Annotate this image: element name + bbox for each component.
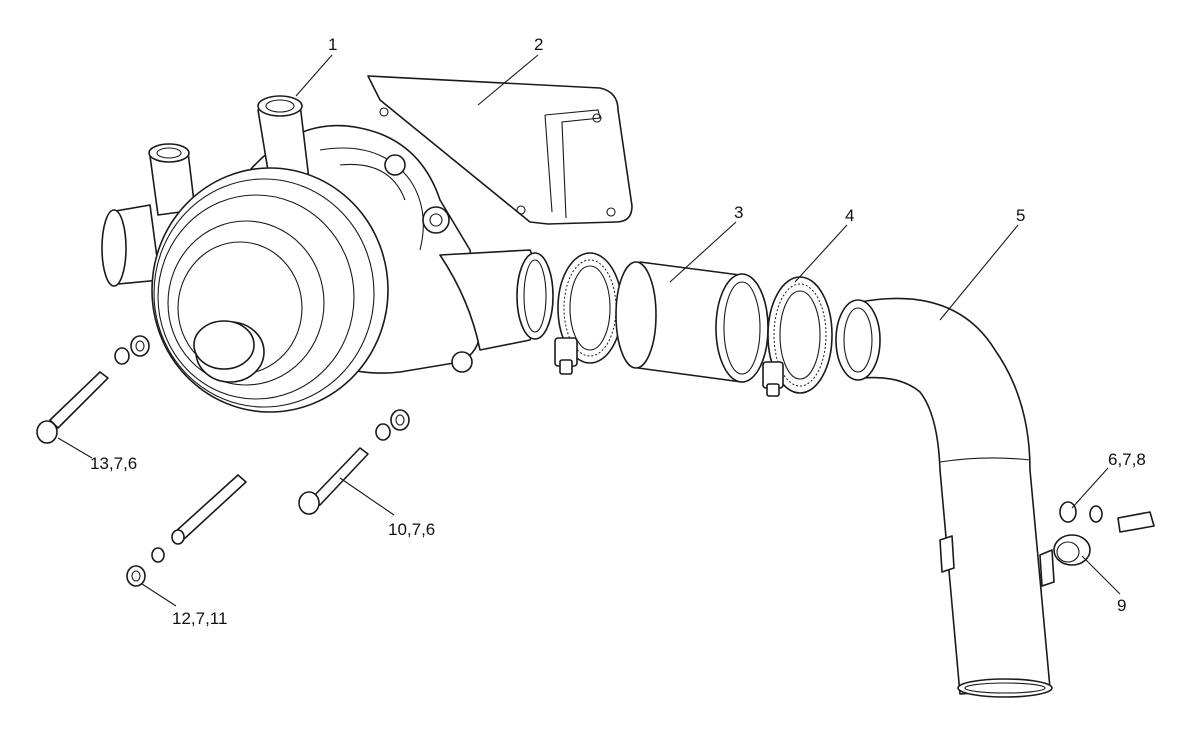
callout-1: 1	[328, 35, 337, 54]
callout-labels: 1 2 3 4 5 6,7,8 9 10,7,6 12,7,11 13,7,6	[90, 35, 1146, 628]
elbow-pipe	[835, 297, 1055, 698]
bolt-13	[36, 335, 150, 444]
callout-3: 3	[734, 203, 743, 222]
leader-lines	[57, 54, 1121, 607]
callout-12-7-11: 12,7,11	[172, 609, 227, 628]
mounting-bracket	[367, 75, 633, 225]
callout-6-7-8: 6,7,8	[1108, 450, 1146, 469]
callout-5: 5	[1016, 206, 1025, 225]
callout-4: 4	[845, 206, 854, 225]
stud-12	[126, 474, 247, 587]
bolt-10	[298, 409, 410, 515]
hose-clamp-rear	[762, 276, 833, 397]
callout-2: 2	[534, 35, 543, 54]
hose-clamp-front	[554, 252, 623, 375]
callout-13-7-6: 13,7,6	[90, 454, 137, 473]
coolant-hose	[615, 261, 769, 383]
callout-9: 9	[1117, 596, 1126, 615]
callout-10-7-6: 10,7,6	[388, 520, 435, 539]
drain-plug-9	[1053, 501, 1155, 566]
water-pump	[101, 95, 554, 413]
